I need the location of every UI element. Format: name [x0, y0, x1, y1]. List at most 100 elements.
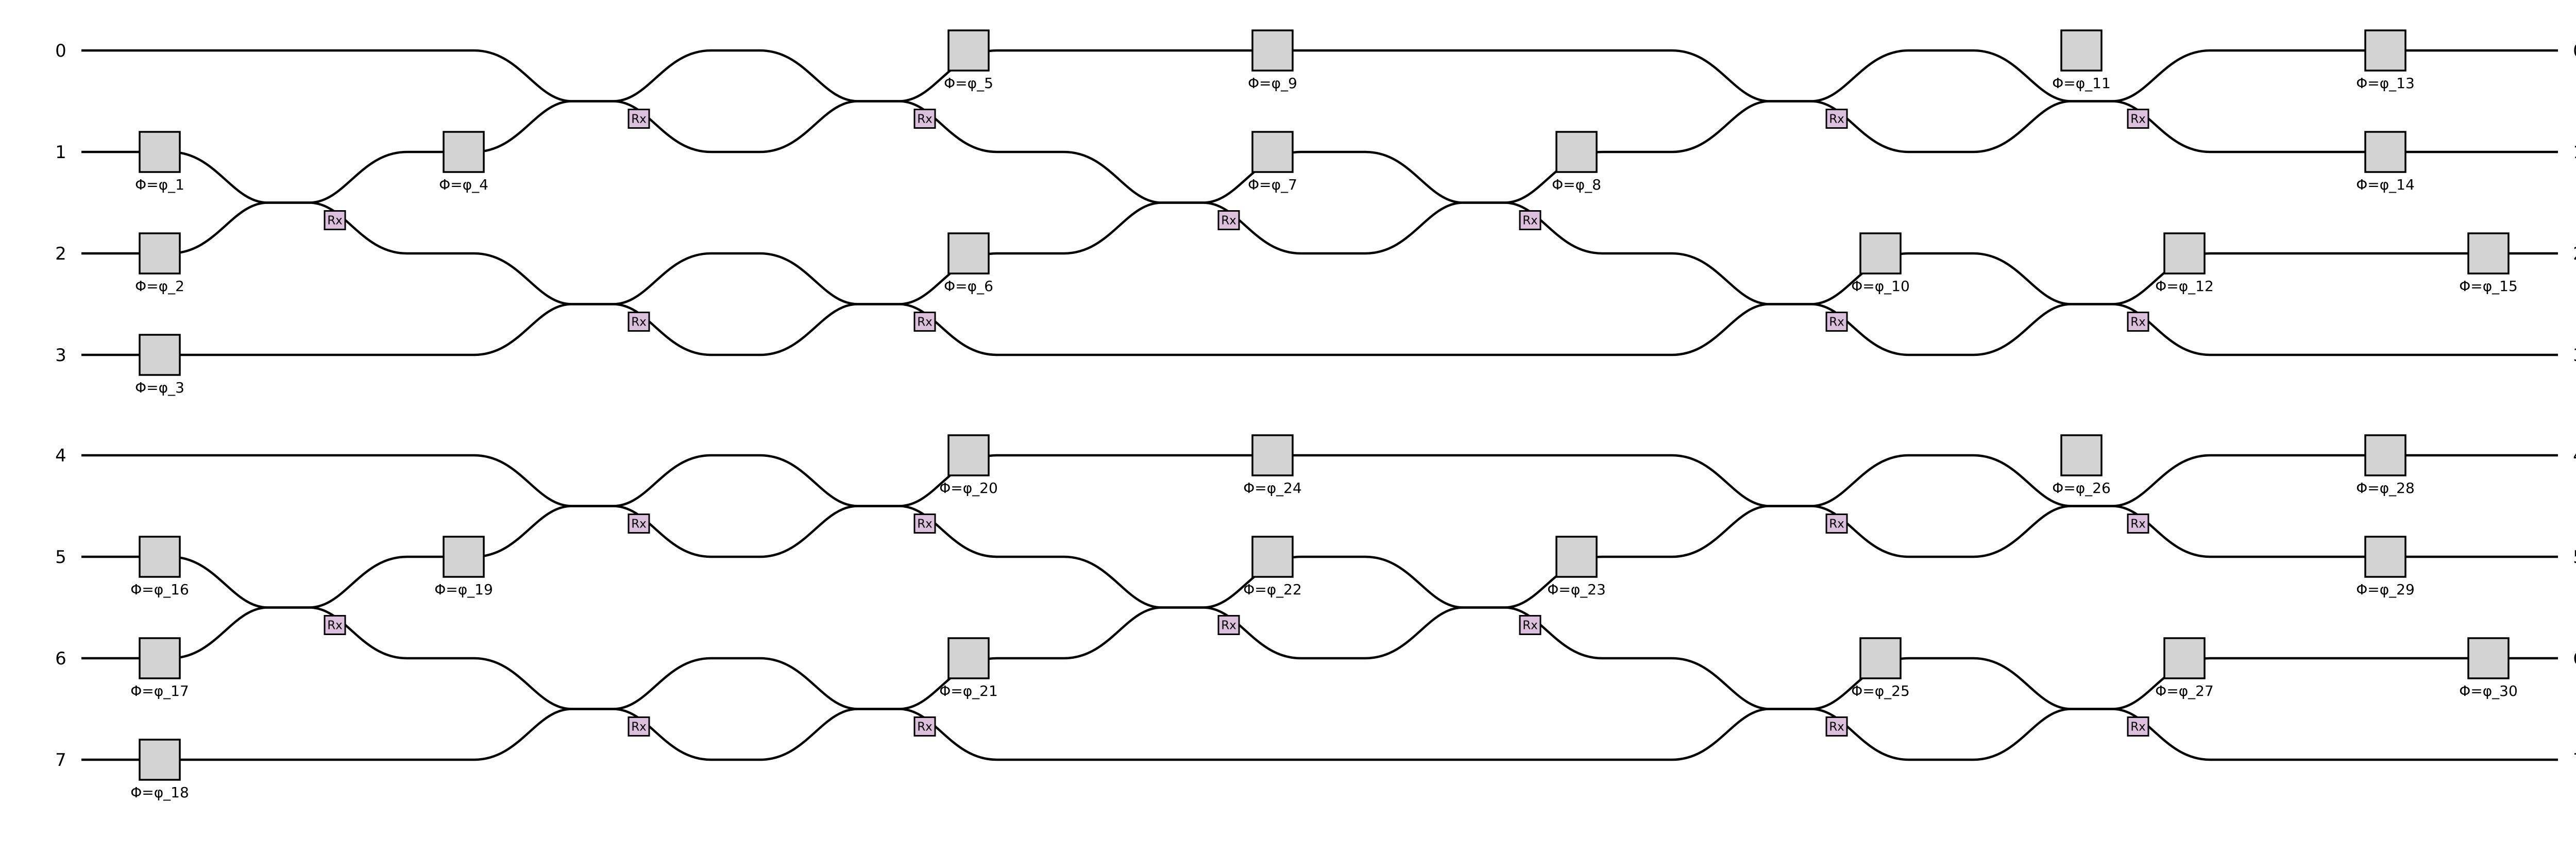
phase-shifter-box: [443, 131, 485, 173]
phase-label: Φ=φ_30: [2459, 682, 2518, 699]
rx-box: [913, 312, 936, 332]
rx-box: [913, 109, 936, 129]
phase-shifter-box: [1251, 536, 1294, 578]
phase-shifter: Φ=φ_28: [2356, 434, 2415, 497]
phase-shifter-box: [2060, 434, 2103, 476]
beamsplitter-rx: Rx: [324, 210, 346, 230]
beamsplitter-rx: Rx: [913, 312, 936, 332]
phase-label: Φ=φ_23: [1547, 581, 1606, 598]
mode-label-right: 3: [2573, 345, 2576, 366]
phase-label: Φ=φ_12: [2155, 278, 2214, 295]
phase-shifter-box: [139, 334, 181, 376]
phase-shifter: Φ=φ_24: [1243, 434, 1302, 497]
rx-box: [628, 312, 650, 332]
beamsplitter-rx: Rx: [913, 716, 936, 737]
phase-shifter: Φ=φ_3: [135, 334, 184, 396]
beamsplitter-rx: Rx: [628, 312, 650, 332]
beamsplitter-rx: Rx: [913, 514, 936, 534]
rx-label: Rx: [631, 518, 647, 531]
mode-label-left: 5: [55, 547, 66, 568]
phase-shifter-box: [139, 536, 181, 578]
phase-shifter-box: [443, 536, 485, 578]
mode-label-right: 7: [2573, 750, 2576, 771]
phase-shifter: Φ=φ_19: [434, 536, 493, 598]
phase-shifter-box: [139, 232, 181, 275]
phase-shifter: Φ=φ_7: [1248, 131, 1297, 193]
phase-label: Φ=φ_24: [1243, 480, 1302, 497]
rx-label: Rx: [1522, 214, 1538, 228]
phase-shifter: Φ=φ_12: [2155, 232, 2214, 295]
phase-shifter-box: [947, 637, 990, 679]
mode-label-layer: 0011223344556677: [55, 41, 2576, 771]
rx-box: [2127, 716, 2149, 737]
mode-label-left: 4: [55, 446, 66, 466]
rx-box: [1519, 615, 1541, 635]
beamsplitter-rx: Rx: [1217, 210, 1240, 230]
phase-shifter: Φ=φ_2: [135, 232, 184, 295]
beamsplitter-rx: Rx: [1825, 312, 1848, 332]
phase-label: Φ=φ_15: [2459, 278, 2518, 295]
phase-shifter-box: [139, 739, 181, 781]
beamsplitter-rx: Rx: [2127, 514, 2149, 534]
phase-label: Φ=φ_29: [2356, 581, 2415, 598]
rx-label: Rx: [1221, 619, 1236, 632]
rx-box: [628, 716, 650, 737]
phase-label: Φ=φ_13: [2356, 75, 2415, 92]
mode-label-right: 5: [2573, 547, 2576, 568]
phase-shifter-box: [2364, 536, 2406, 578]
beamsplitter-rx: Rx: [628, 109, 650, 129]
phase-shifter: Φ=φ_5: [944, 29, 993, 92]
beamsplitter-rx: Rx: [2127, 716, 2149, 737]
beamsplitter-rx: Rx: [1217, 615, 1240, 635]
rx-label: Rx: [2130, 518, 2146, 531]
phase-shifter: Φ=φ_26: [2052, 434, 2111, 497]
beamsplitter-rx: Rx: [1825, 716, 1848, 737]
phase-shifter: Φ=φ_10: [1851, 232, 1910, 295]
phase-shifter-box: [139, 637, 181, 679]
rx-label: Rx: [2130, 316, 2146, 329]
phase-shifter-box: [2364, 29, 2406, 72]
phase-shifter: Φ=φ_11: [2052, 29, 2111, 92]
rx-label: Rx: [917, 113, 933, 126]
phase-shifter: Φ=φ_13: [2356, 29, 2415, 92]
rx-label: Rx: [631, 721, 647, 734]
phase-label: Φ=φ_1: [135, 176, 184, 193]
phase-shifter: Φ=φ_4: [439, 131, 488, 193]
phase-label: Φ=φ_5: [944, 75, 993, 92]
phase-shifter: Φ=φ_6: [944, 232, 993, 295]
rx-label: Rx: [1829, 518, 1844, 531]
rx-box: [628, 514, 650, 534]
rx-label: Rx: [2130, 113, 2146, 126]
rx-box: [324, 615, 346, 635]
phase-shifter: Φ=φ_1: [135, 131, 184, 193]
mode-label-left: 3: [55, 345, 66, 366]
beamsplitter-rx: Rx: [1519, 210, 1541, 230]
waveguide-mode-7: [81, 708, 2558, 761]
phase-shifter-box: [2163, 637, 2206, 679]
phase-label: Φ=φ_18: [130, 784, 189, 801]
phase-shifter: Φ=φ_22: [1243, 536, 1302, 598]
mode-label-left: 1: [55, 142, 66, 163]
phase-label: Φ=φ_27: [2155, 682, 2214, 699]
phase-shifter-box: [2163, 232, 2206, 275]
phase-shifter: Φ=φ_23: [1547, 536, 1606, 598]
phase-label: Φ=φ_22: [1243, 581, 1302, 598]
rx-label: Rx: [327, 619, 343, 632]
phase-shifter: Φ=φ_30: [2459, 637, 2518, 699]
rx-label: Rx: [917, 518, 933, 531]
waveguide-mode-4: [81, 454, 2558, 507]
rx-box: [1519, 210, 1541, 230]
mode-label-right: 1: [2573, 142, 2576, 163]
rx-label: Rx: [1221, 214, 1236, 228]
phase-shifter-box: [1859, 637, 1902, 679]
phase-label: Φ=φ_6: [944, 278, 993, 295]
phase-shifter: Φ=φ_17: [130, 637, 189, 699]
rx-box: [913, 716, 936, 737]
rx-box: [2127, 109, 2149, 129]
phase-shifter: Φ=φ_25: [1851, 637, 1910, 699]
rx-label: Rx: [1829, 316, 1844, 329]
phase-shifter: Φ=φ_16: [130, 536, 189, 598]
phase-shifter: Φ=φ_21: [939, 637, 998, 699]
